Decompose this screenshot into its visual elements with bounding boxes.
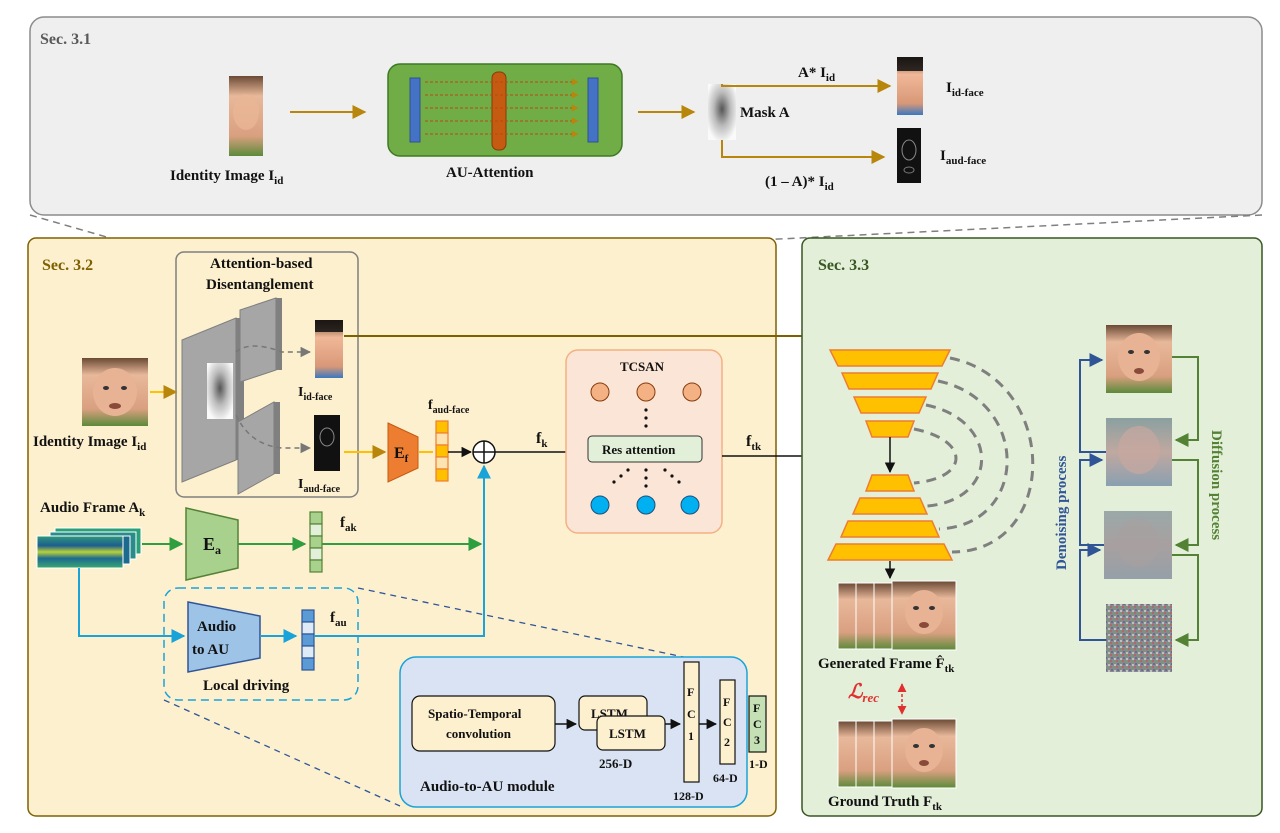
tcsan-dots-bottom xyxy=(612,468,681,488)
id-face-image-32 xyxy=(315,320,343,378)
fk-label: fk xyxy=(536,430,548,450)
dim-1: 1-D xyxy=(749,757,768,771)
mask-a-image xyxy=(708,84,736,140)
f-aud-face-label: faud-face xyxy=(428,398,470,416)
dim-128: 128-D xyxy=(673,789,704,803)
lstm-front xyxy=(596,715,666,751)
spatio-temporal-line2: convolution xyxy=(446,726,512,741)
module-label: Audio-to-AU module xyxy=(420,779,555,795)
identity-label-32: Identity Image Iid xyxy=(33,434,146,453)
generated-frame-label: Generated Frame F̂tk xyxy=(818,655,955,675)
fc1-1: 1 xyxy=(688,729,694,743)
spatio-temporal-line1: Spatio-Temporal xyxy=(428,706,522,721)
diffusion-image-noisy1 xyxy=(1106,418,1172,486)
fc3-box xyxy=(748,695,767,753)
ground-truth-frames xyxy=(837,718,957,789)
diffusion-image-noise xyxy=(1106,604,1172,672)
unet-skip-connections xyxy=(913,356,1035,554)
diffusion-label: Diffusion process xyxy=(1208,430,1224,540)
dim-256: 256-D xyxy=(599,756,632,771)
fc3-c: C xyxy=(753,717,762,731)
denoising-label: Denoising process xyxy=(1054,456,1070,570)
fc2-2: 2 xyxy=(724,735,730,749)
aud-face-image-31 xyxy=(897,128,921,183)
spatio-temporal-box xyxy=(411,695,556,752)
abd-layers xyxy=(181,297,282,495)
identity-label-31: Identity Image Iid xyxy=(170,168,283,187)
fc3-3: 3 xyxy=(754,733,760,747)
fc2-f: F xyxy=(723,695,730,709)
abd-dash-top xyxy=(235,345,312,358)
aud-face-label-32: Iaud-face xyxy=(298,477,341,495)
id-face-label-32: Iid-face xyxy=(298,385,333,403)
lstm-front-label: LSTM xyxy=(609,726,646,741)
ef-label: Ef xyxy=(394,445,409,465)
one-minus-label: (1 – A)* Iid xyxy=(765,174,834,193)
arrow-audio-to-local xyxy=(78,568,186,643)
audio-spectrogram xyxy=(36,527,142,569)
f-au-vector xyxy=(301,609,315,671)
au-attention-label: AU-Attention xyxy=(446,165,534,181)
identity-image-32 xyxy=(82,358,148,426)
denoising-arrows xyxy=(1079,353,1106,641)
aud-face-label-31: Iaud-face xyxy=(940,148,986,167)
zoom-line-module-top xyxy=(357,587,708,663)
sec32-title: Sec. 3.2 xyxy=(42,257,93,274)
fc1-c: C xyxy=(687,707,696,721)
res-attention-label: Res attention xyxy=(602,442,676,457)
generated-frames xyxy=(837,580,957,651)
diffusion-arrows xyxy=(1172,356,1199,647)
fc1-f: F xyxy=(687,685,694,699)
tcsan-label: TCSAN xyxy=(620,359,665,374)
mask-to-one-minus xyxy=(721,140,886,164)
dim-64: 64-D xyxy=(713,771,738,785)
fc2-box xyxy=(719,679,736,765)
audio-frame-label: Audio Frame Ak xyxy=(40,500,146,519)
sec31-title: Sec. 3.1 xyxy=(40,31,91,48)
ea-encoder xyxy=(185,507,239,581)
a-id-label: A* Iid xyxy=(798,65,835,84)
ea-label: Ea xyxy=(203,534,221,557)
abd-label-line2: Disentanglement xyxy=(206,277,314,293)
loss-label: ℒrec xyxy=(848,681,879,705)
unet-decoder xyxy=(826,474,954,561)
aud-face-image-32 xyxy=(314,415,340,471)
audio-to-au-block xyxy=(187,601,261,673)
sec31-panel xyxy=(29,16,1263,216)
mask-to-a-id xyxy=(721,79,892,93)
mask-a-label: Mask A xyxy=(740,105,790,121)
audio-to-au-line2: to AU xyxy=(192,642,229,658)
arrow-fau-to-plus xyxy=(314,464,491,637)
diffusion-image-clean xyxy=(1106,325,1172,393)
fc3-f: F xyxy=(753,701,760,715)
audio-to-au-line1: Audio xyxy=(197,619,236,635)
f-ak-label: fak xyxy=(340,515,358,534)
tcsan-bottom-nodes xyxy=(590,495,700,515)
audio-to-au-module xyxy=(399,656,748,808)
ftk-label: ftk xyxy=(746,433,762,453)
tcsan-dots-top xyxy=(644,408,648,428)
diffusion-image-noisy2 xyxy=(1104,511,1172,579)
f-ak-vector xyxy=(309,511,323,573)
fc1-box xyxy=(683,661,700,783)
abd-label-line1: Attention-based xyxy=(210,256,313,272)
tcsan-top-nodes xyxy=(590,382,702,402)
f-au-label: fau xyxy=(330,610,347,629)
res-attention-box xyxy=(587,435,703,463)
ground-truth-label: Ground Truth Ftk xyxy=(828,794,943,813)
f-aud-face-vector xyxy=(435,420,449,482)
fc2-c: C xyxy=(723,715,732,729)
sec33-title: Sec. 3.3 xyxy=(818,257,869,274)
identity-image-31 xyxy=(229,76,263,156)
id-face-label-31: Iid-face xyxy=(946,80,984,99)
local-driving-box xyxy=(163,587,359,701)
ef-encoder xyxy=(387,422,419,483)
unet-encoder xyxy=(828,349,952,438)
id-face-image-31 xyxy=(897,57,923,115)
au-attention-block xyxy=(387,63,623,157)
local-driving-label: Local driving xyxy=(203,678,290,694)
concat-node xyxy=(472,440,496,464)
